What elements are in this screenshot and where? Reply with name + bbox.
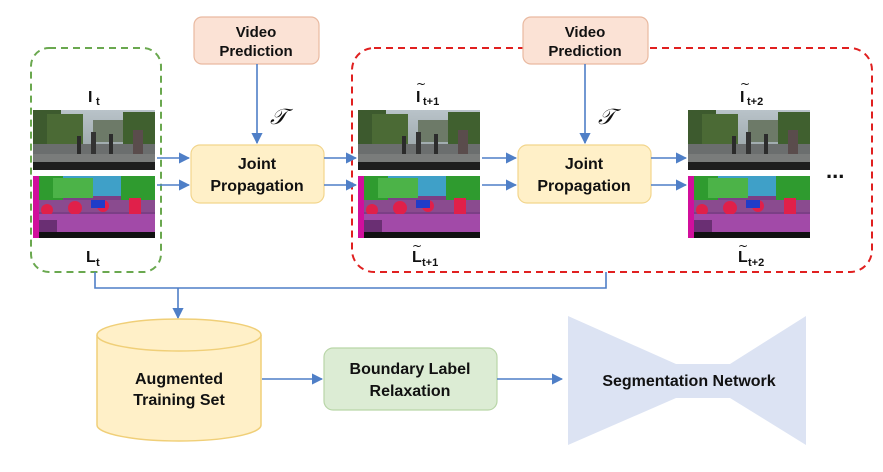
video-prediction-box-1: Video Prediction [193,16,320,65]
svg-text:L: L [412,249,422,266]
arrow-groups-to-training-set [94,272,607,289]
current-frame-group [30,47,162,273]
segmentation-network: Segmentation Network [568,316,806,445]
augmented-label-line2: Training Set [133,392,225,409]
joint-propagation-box-2: Joint Propagation [517,144,652,204]
frame-t2-image [688,110,810,170]
svg-text:~: ~ [738,239,748,253]
augmented-training-set-database: Augmented Training Set [96,318,262,442]
frame-t-label-map [33,176,155,238]
svg-text:I: I [740,89,744,106]
svg-text:~: ~ [740,77,750,91]
frame-t2-label-label: ~ L t+2 [738,239,764,269]
joint-propagation-label-line2: Propagation [537,178,630,195]
transform-symbol-2: 𝒯 [598,105,622,130]
svg-text:t: t [96,257,100,269]
joint-propagation-label-line1: Joint [238,156,277,173]
frame-t1-label-label: ~ L t+1 [412,239,438,269]
svg-text:t+1: t+1 [423,96,439,108]
frame-t-image [33,110,155,170]
boundary-label-relaxation-box: Boundary Label Relaxation [323,347,498,411]
video-prediction-label-line2: Prediction [219,43,292,60]
video-prediction-box-2: Video Prediction [522,16,649,65]
joint-propagation-label-line1: Joint [565,156,604,173]
svg-text:t: t [96,96,100,108]
frame-t1-image-label: ~ I t+1 [416,77,439,108]
frame-t1-image [358,110,480,170]
svg-text:L: L [738,249,748,266]
svg-text:L: L [86,249,96,266]
joint-propagation-label-line2: Propagation [210,178,303,195]
svg-text:t+1: t+1 [422,257,438,269]
svg-text:t+2: t+2 [747,96,763,108]
relaxation-label-line2: Relaxation [370,383,451,400]
video-prediction-label-line1: Video [565,24,606,41]
relaxation-label-line1: Boundary Label [350,361,471,378]
frame-t2-image-label: ~ I t+2 [740,77,763,108]
transform-symbol-1: 𝒯 [270,105,294,130]
ellipsis: ... [826,158,844,183]
svg-text:I: I [88,89,92,106]
video-prediction-label-line2: Prediction [548,43,621,60]
frame-t2-label-map [688,176,810,238]
svg-text:~: ~ [412,239,422,253]
svg-text:I: I [416,89,420,106]
segmentation-network-label: Segmentation Network [602,373,775,390]
frame-t-image-label: I t [88,89,100,108]
video-prediction-label-line1: Video [236,24,277,41]
frame-t-label-label: L t [86,249,100,269]
svg-text:t+2: t+2 [748,257,764,269]
svg-text:~: ~ [416,77,426,91]
frame-t1-label-map [358,176,480,238]
joint-propagation-box-1: Joint Propagation [190,144,325,204]
augmented-label-line1: Augmented [135,371,223,388]
